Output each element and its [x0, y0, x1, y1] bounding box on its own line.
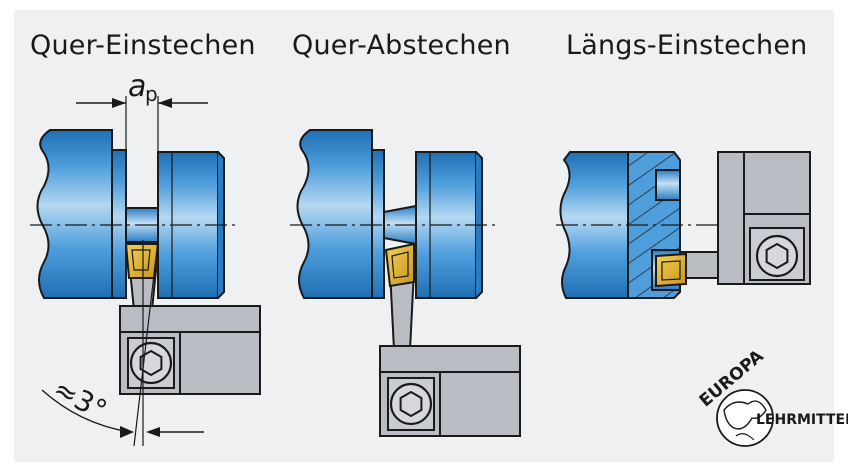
longitudinal-grooving-drawing: [556, 151, 811, 299]
cross-grooving-drawing: [30, 96, 261, 447]
title-cross-grooving: Quer-Einstechen: [30, 30, 256, 61]
ap-subscript: p: [145, 82, 158, 106]
title-longitudinal-grooving: Längs-Einstechen: [566, 30, 808, 61]
logo-side-text: LEHRMITTEL: [756, 412, 848, 428]
ap-symbol: a: [128, 69, 146, 104]
title-parting-off: Quer-Abstechen: [292, 30, 511, 61]
parting-off-drawing: [290, 129, 521, 437]
